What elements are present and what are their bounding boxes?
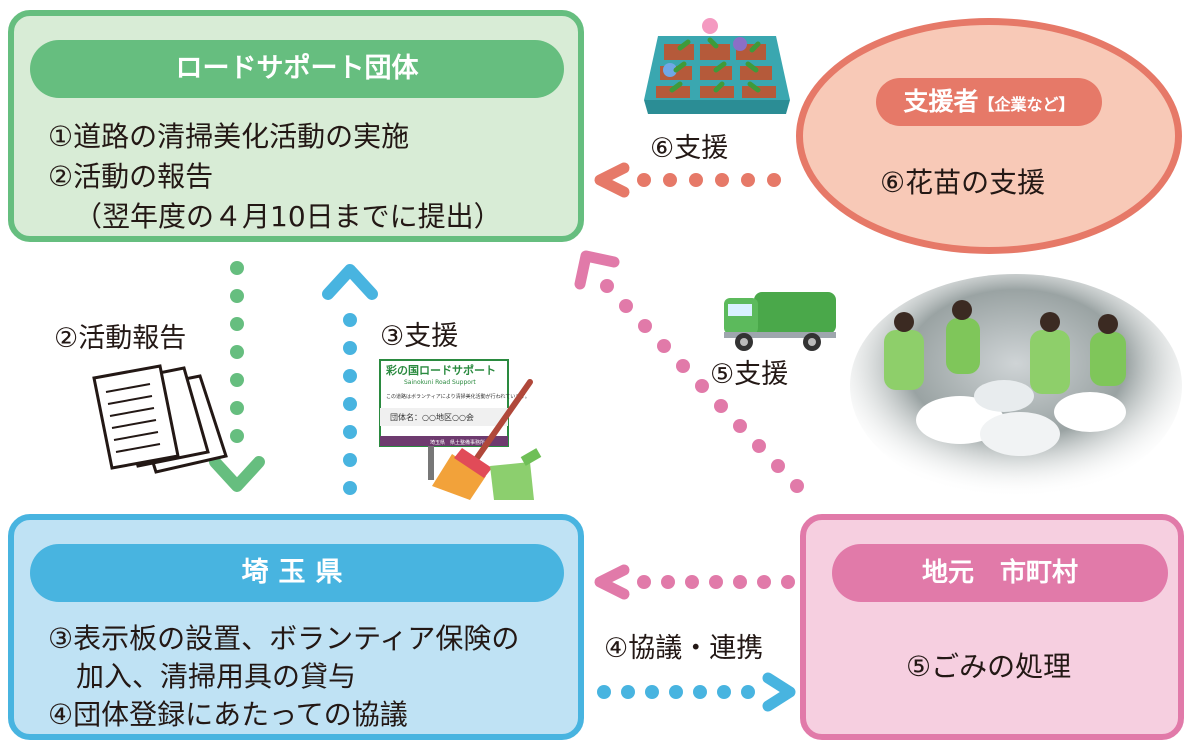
label-support-6: ⑥支援: [650, 133, 729, 164]
support-6-arrow: [594, 162, 781, 198]
dustpan-icon: [490, 448, 542, 500]
supporter-title: 支援者【企業など】: [876, 78, 1102, 126]
label-report-2: ②活動報告: [54, 323, 187, 354]
prefecture-title: 埼玉県: [30, 544, 564, 602]
flower-tray-icon: [644, 18, 790, 114]
prefecture-line-1: ③表示板の設置、ボランティア保険の: [48, 622, 520, 655]
supporter-title-main: 支援者: [903, 87, 979, 116]
signboard-group: 団体名：○○地区○○会: [390, 412, 474, 422]
volunteers-photo: [850, 274, 1182, 498]
municipality-text: ⑤ごみの処理: [906, 650, 1072, 683]
road-line-2: ②活動の報告: [48, 160, 214, 193]
label-support-3: ③支援: [380, 321, 459, 352]
broom-icon: [432, 379, 533, 500]
signboard-subtitle: Sainokuni Road Support: [404, 379, 476, 386]
signboard-title: 彩の国ロードサポート: [385, 363, 496, 377]
prefecture-line-3: ④団体登録にあたっての協議: [48, 698, 408, 731]
road-line-3: （翌年度の４月10日までに提出）: [74, 200, 502, 233]
report-arrow: [209, 261, 265, 492]
supporter-ellipse: [796, 18, 1182, 254]
prefecture-line-2: 加入、清掃用具の貸与: [76, 660, 357, 693]
documents-icon: [92, 364, 228, 474]
supporter-title-suffix: 【企業など】: [978, 95, 1075, 114]
signboard-footer: 埼玉県 県土整備事務所: [430, 439, 485, 446]
municipality-title: 地元 市町村: [832, 544, 1168, 602]
supporter-text: ⑥花苗の支援: [880, 166, 1046, 199]
signboard-icon: 彩の国ロードサポート Sainokuni Road Support この道路はボ…: [379, 359, 530, 480]
label-consult-4: ④協議・連携: [604, 633, 764, 664]
signboard-note: この道路はボランティアにより清掃美化活動が行われています。: [386, 393, 530, 400]
garbage-truck-icon: [724, 292, 836, 351]
support-3-arrow: [322, 264, 378, 495]
city-to-prefecture-arrow: [594, 564, 795, 600]
prefecture-to-city-arrow: [597, 672, 796, 712]
road-support-title: ロードサポート団体: [30, 40, 564, 98]
label-support-5: ⑤支援: [710, 359, 789, 390]
road-line-1: ①道路の清掃美化活動の実施: [48, 120, 410, 153]
support-5-arrow: [574, 250, 804, 493]
